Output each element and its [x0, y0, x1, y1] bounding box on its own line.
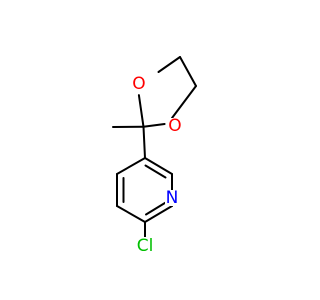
oxygen-top-label: O	[132, 74, 145, 94]
atom-labels: O O N Cl	[132, 74, 182, 256]
bond-py-c3a-c3-inner	[144, 164, 167, 179]
chlorine-label: Cl	[137, 236, 154, 256]
bond-quaternary-c-to-o-top	[137, 94, 145, 128]
structure-canvas: O O N Cl	[112, 56, 197, 256]
oxygen-right-label: O	[168, 116, 181, 136]
bond-py-c3-c4	[116, 157, 146, 175]
bond-o-top-to-ch2	[157, 56, 181, 73]
oxygen-right-atom: O	[168, 116, 182, 136]
bond-py-c3a-c3	[144, 157, 173, 175]
nitrogen-atom: N	[165, 188, 179, 208]
bond-py-c6-c2-inner	[145, 201, 168, 216]
chlorine-atom: Cl	[134, 236, 156, 256]
bond-ch2-to-ch2	[179, 56, 197, 87]
bond-py-c6-c2	[144, 205, 173, 223]
molecule-structure: O O N Cl	[112, 56, 197, 256]
oxygen-top-atom: O	[132, 74, 146, 94]
bonds	[112, 56, 197, 238]
nitrogen-label: N	[166, 188, 179, 208]
bond-ch2-to-o-right	[171, 85, 197, 119]
bond-c-to-pyridine	[142, 125, 146, 159]
bond-o-right-to-quaternary-c	[142, 123, 166, 128]
bond-py-c5-c6	[116, 205, 146, 223]
